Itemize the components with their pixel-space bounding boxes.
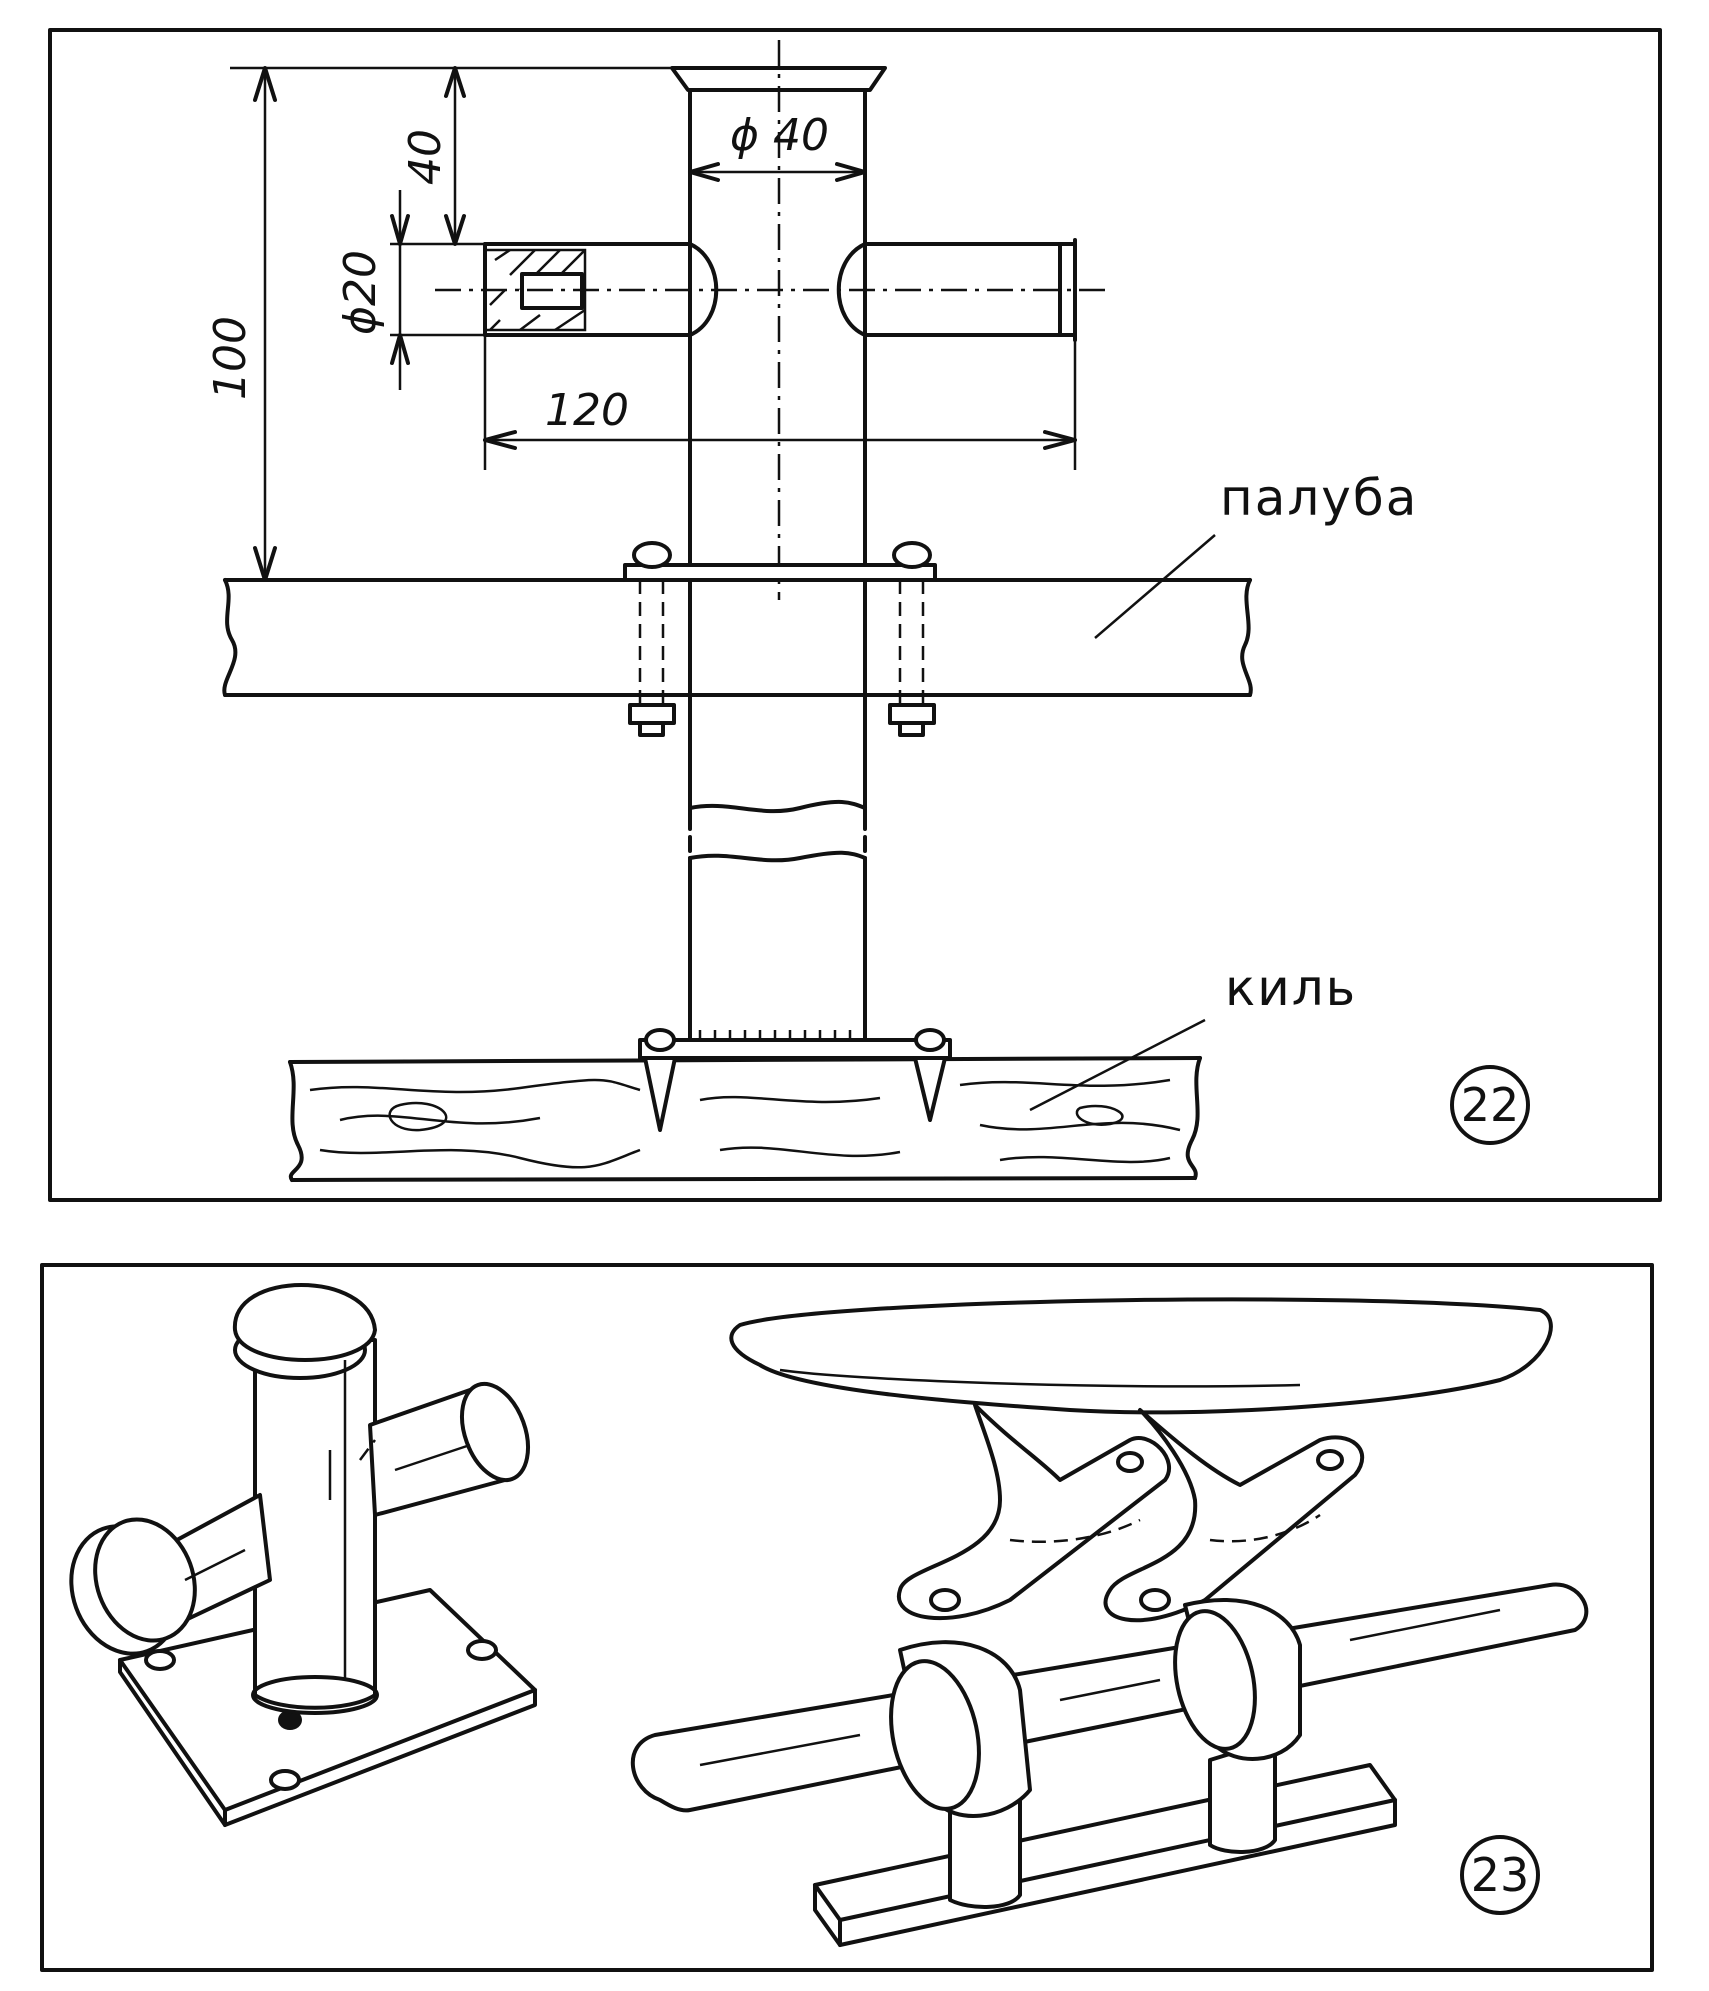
figure-23-number: 23 [1460, 1835, 1540, 1915]
horn-cleat-illustration [729, 1297, 1553, 1623]
deck-bolt-left [628, 541, 676, 737]
rod-cleat-illustration [630, 1582, 1589, 1947]
figure-22-number: 22 [1450, 1065, 1530, 1145]
figure-22-frame [48, 28, 1662, 1202]
deck-flange [623, 563, 937, 582]
deck-plank: палуба [222, 469, 1418, 810]
dim-crossbar-diameter: ϕ20 [335, 250, 386, 335]
dim-crossbar-length: 120 [545, 385, 629, 436]
figure-23: 23 [40, 1263, 1654, 1972]
deck-label: палуба [1220, 469, 1418, 527]
deck-bolt-right [888, 541, 936, 737]
crossbar [435, 238, 1105, 342]
bollard-post [670, 40, 887, 1042]
keel-flange [638, 1038, 952, 1060]
keel-label: киль [1225, 959, 1357, 1017]
cross-bollard-illustration [69, 1283, 537, 1827]
dimension-texts: ϕ 40 ϕ20 40 120 100 [205, 110, 829, 436]
dim-pipe-diameter: ϕ 40 [730, 110, 829, 161]
figure-22: ϕ 40 ϕ20 40 120 100 [48, 28, 1662, 1202]
dimension-lines [230, 66, 1077, 582]
figure-22-number-text: 22 [1461, 1078, 1520, 1132]
dim-crossbar-offset: 40 [400, 129, 451, 185]
figure-23-number-text: 23 [1471, 1848, 1530, 1902]
figure-23-frame [40, 1263, 1654, 1972]
keel-beam: киль [288, 959, 1357, 1182]
dim-height: 100 [205, 316, 256, 400]
